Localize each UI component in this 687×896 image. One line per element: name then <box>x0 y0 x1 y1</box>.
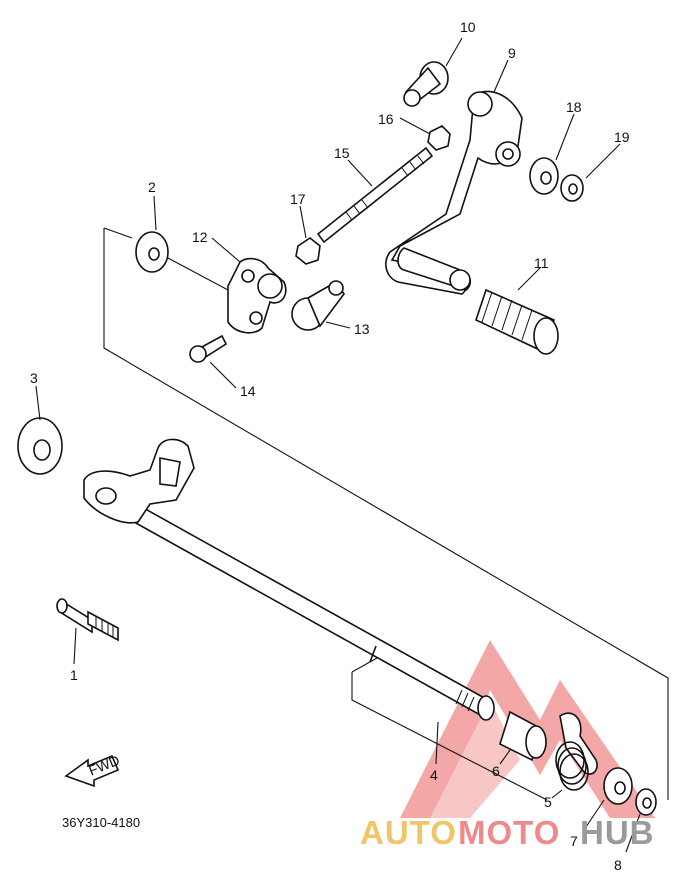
callout-14: 14 <box>240 383 256 399</box>
callout-10: 10 <box>460 19 476 35</box>
callout-6: 6 <box>492 763 500 779</box>
callout-5: 5 <box>544 794 552 810</box>
part-6-collar <box>499 710 547 765</box>
callout-labels: 1 2 3 4 5 6 7 8 9 10 11 12 13 14 15 16 1… <box>30 19 630 873</box>
callout-18: 18 <box>566 99 582 115</box>
callout-4: 4 <box>430 767 438 783</box>
part-15-shift-rod <box>316 146 434 244</box>
callout-15: 15 <box>334 145 350 161</box>
callout-11: 11 <box>534 255 549 271</box>
callout-7: 7 <box>570 833 578 849</box>
callout-2: 2 <box>148 179 156 195</box>
callout-19: 19 <box>614 129 630 145</box>
part-7-washer <box>583 767 633 831</box>
part-9-shift-pedal <box>385 59 523 295</box>
callout-1: 1 <box>70 667 78 683</box>
part-3-washer <box>17 385 63 475</box>
fwd-arrow: FWD <box>64 752 122 788</box>
part-12-shift-arm <box>211 237 287 334</box>
part-14-bolt <box>189 334 237 389</box>
part-16-nut <box>399 117 451 151</box>
callout-9: 9 <box>508 45 516 61</box>
callout-8: 8 <box>614 857 622 873</box>
callout-13: 13 <box>354 321 370 337</box>
watermark-hub: HUB <box>580 814 655 851</box>
part-5-torsion-spring <box>551 712 598 799</box>
part-code: 36Y310-4180 <box>62 815 140 830</box>
part-4-shift-shaft <box>83 438 495 765</box>
watermark-moto: MOTO <box>458 814 560 851</box>
part-11-pedal-rubber <box>475 267 559 355</box>
part-2-washer <box>135 195 229 291</box>
part-10-rod-end <box>403 37 463 107</box>
part-19-circlip <box>560 143 621 202</box>
callout-3: 3 <box>30 370 38 386</box>
part-8-circlip <box>625 788 657 853</box>
part-1-stud-bolt <box>56 598 119 665</box>
callout-16: 16 <box>378 111 394 127</box>
callout-12: 12 <box>192 229 208 245</box>
part-18-washer <box>529 113 575 195</box>
watermark-text: AUTO MOTO HUB <box>360 814 655 851</box>
part-13-rod-end-joint <box>291 280 351 331</box>
assembly-frame <box>103 227 669 801</box>
callout-17: 17 <box>290 191 306 207</box>
watermark-auto: AUTO <box>360 814 457 851</box>
part-17-nut <box>295 205 321 265</box>
